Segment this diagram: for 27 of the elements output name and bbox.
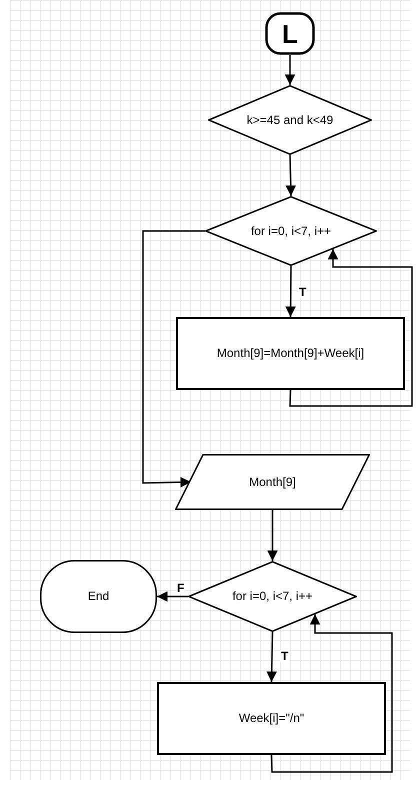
terminal-text: End: [88, 589, 110, 604]
condition-text: for i=0, i<7, i++: [232, 589, 313, 604]
process-text: Week[i]="/n": [238, 711, 304, 726]
connector-terminal: [265, 12, 315, 55]
flow-arrow: [142, 230, 205, 488]
flow-arrow: [157, 591, 188, 602]
flow-arrow: [266, 632, 277, 682]
decision-diamond: [205, 196, 377, 266]
io-text: Month[9]: [249, 474, 296, 490]
flow-arrow: [270, 614, 393, 773]
process-box: [176, 317, 405, 390]
edge-label: T: [298, 286, 308, 298]
io-parallelogram: [175, 454, 370, 510]
edge-label: T: [280, 650, 290, 662]
flow-arrow: [286, 154, 296, 196]
edge-label: F: [176, 582, 186, 594]
decision-diamond: [188, 561, 357, 632]
process-text: Month[9]=Month[9]+Week[i]: [216, 346, 364, 361]
condition-text: for i=0, i<7, i++: [250, 224, 332, 238]
condition-text: k>=45 and k<49: [246, 112, 334, 128]
decision-diamond: [208, 85, 372, 155]
flow-arrow: [285, 266, 296, 317]
terminal-letter: L: [282, 20, 298, 46]
process-box: [157, 682, 386, 755]
flow-arrow: [267, 510, 278, 561]
flow-arrow: [284, 55, 296, 85]
flow-arrow: [289, 248, 413, 407]
